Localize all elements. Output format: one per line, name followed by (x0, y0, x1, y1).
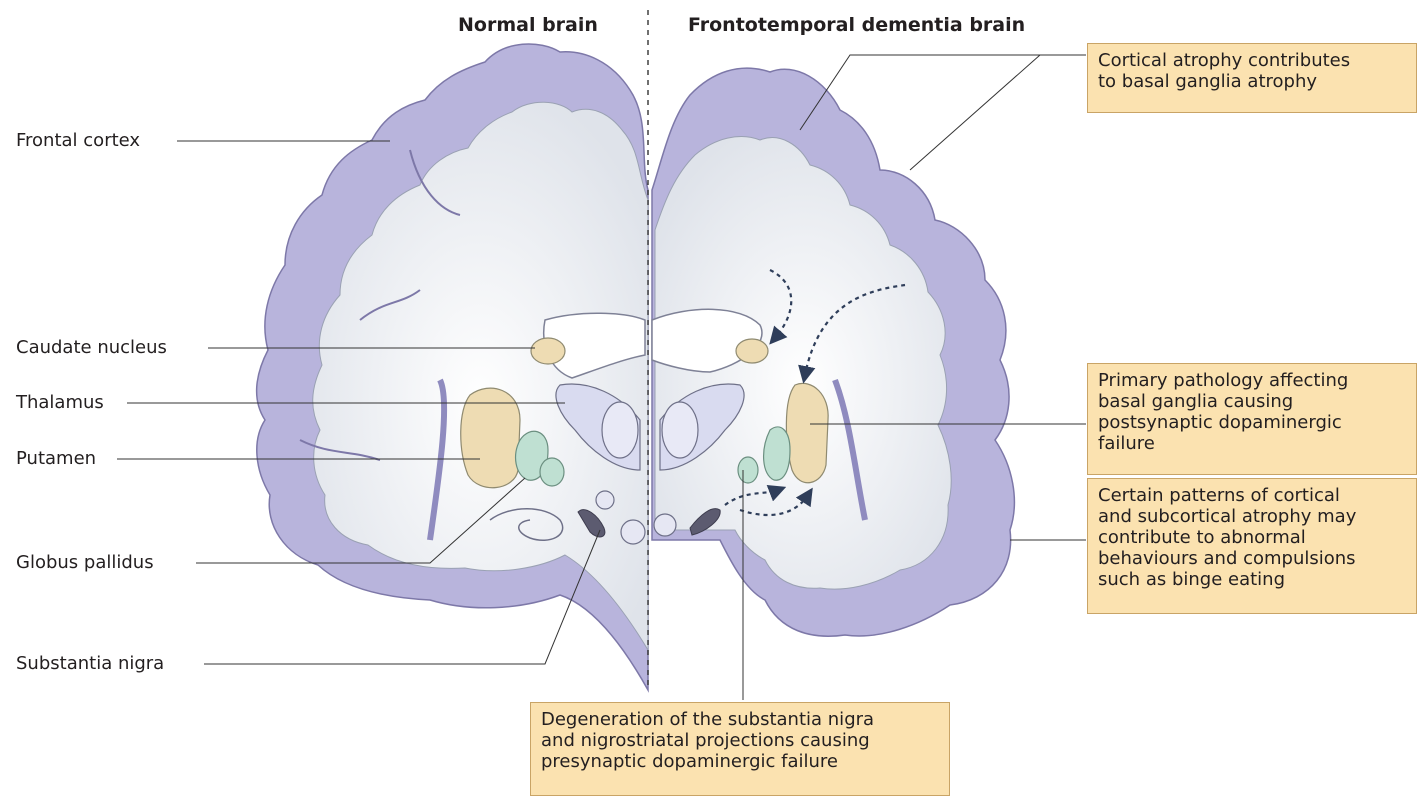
normal-brain-header: Normal brain (458, 14, 598, 36)
ftd-caudate (736, 339, 768, 363)
label-caudate-nucleus: Caudate nucleus (16, 337, 167, 359)
normal-thalamus-inner (602, 402, 638, 458)
ftd-thalamus-inner (662, 402, 698, 458)
normal-globus-pallidus-2 (540, 458, 564, 486)
normal-brainstem-nucleus (596, 491, 614, 509)
callout-primary-pathology: Primary pathology affecting basal gangli… (1087, 363, 1417, 475)
callout-line: Certain patterns of cortical (1098, 485, 1406, 506)
callout-line: basal ganglia causing (1098, 391, 1406, 412)
ftd-globus-pallidus (764, 427, 790, 480)
callout-line: and subcortical atrophy may (1098, 506, 1406, 527)
callout-line: Degeneration of the substantia nigra (541, 709, 939, 730)
callout-line: Cortical atrophy contributes (1098, 50, 1406, 71)
normal-brainstem-nucleus (621, 520, 645, 544)
callout-line: to basal ganglia atrophy (1098, 71, 1406, 92)
ftd-globus-pallidus-2 (738, 457, 758, 483)
normal-caudate (531, 338, 565, 364)
callout-line: and nigrostriatal projections causing (541, 730, 939, 751)
callout-line: behaviours and compulsions (1098, 548, 1406, 569)
label-substantia-nigra: Substantia nigra (16, 653, 164, 675)
callout-line: postsynaptic dopaminergic (1098, 412, 1406, 433)
callout-line: Primary pathology affecting (1098, 370, 1406, 391)
ftd-putamen (786, 383, 828, 482)
callout-line: contribute to abnormal (1098, 527, 1406, 548)
callout-patterns: Certain patterns of cortical and subcort… (1087, 478, 1417, 614)
callout-degeneration: Degeneration of the substantia nigra and… (530, 702, 950, 796)
ftd-brain-header: Frontotemporal dementia brain (688, 14, 1025, 36)
label-frontal-cortex: Frontal cortex (16, 130, 140, 152)
ftd-brainstem-nucleus (654, 514, 676, 536)
callout-line: failure (1098, 433, 1406, 454)
callout-line: such as binge eating (1098, 569, 1406, 590)
label-thalamus: Thalamus (16, 392, 104, 414)
label-globus-pallidus: Globus pallidus (16, 552, 154, 574)
callout-cortical-atrophy: Cortical atrophy contributes to basal ga… (1087, 43, 1417, 113)
label-putamen: Putamen (16, 448, 96, 470)
ftd-hemisphere (652, 68, 1014, 636)
callout-line: presynaptic dopaminergic failure (541, 751, 939, 772)
